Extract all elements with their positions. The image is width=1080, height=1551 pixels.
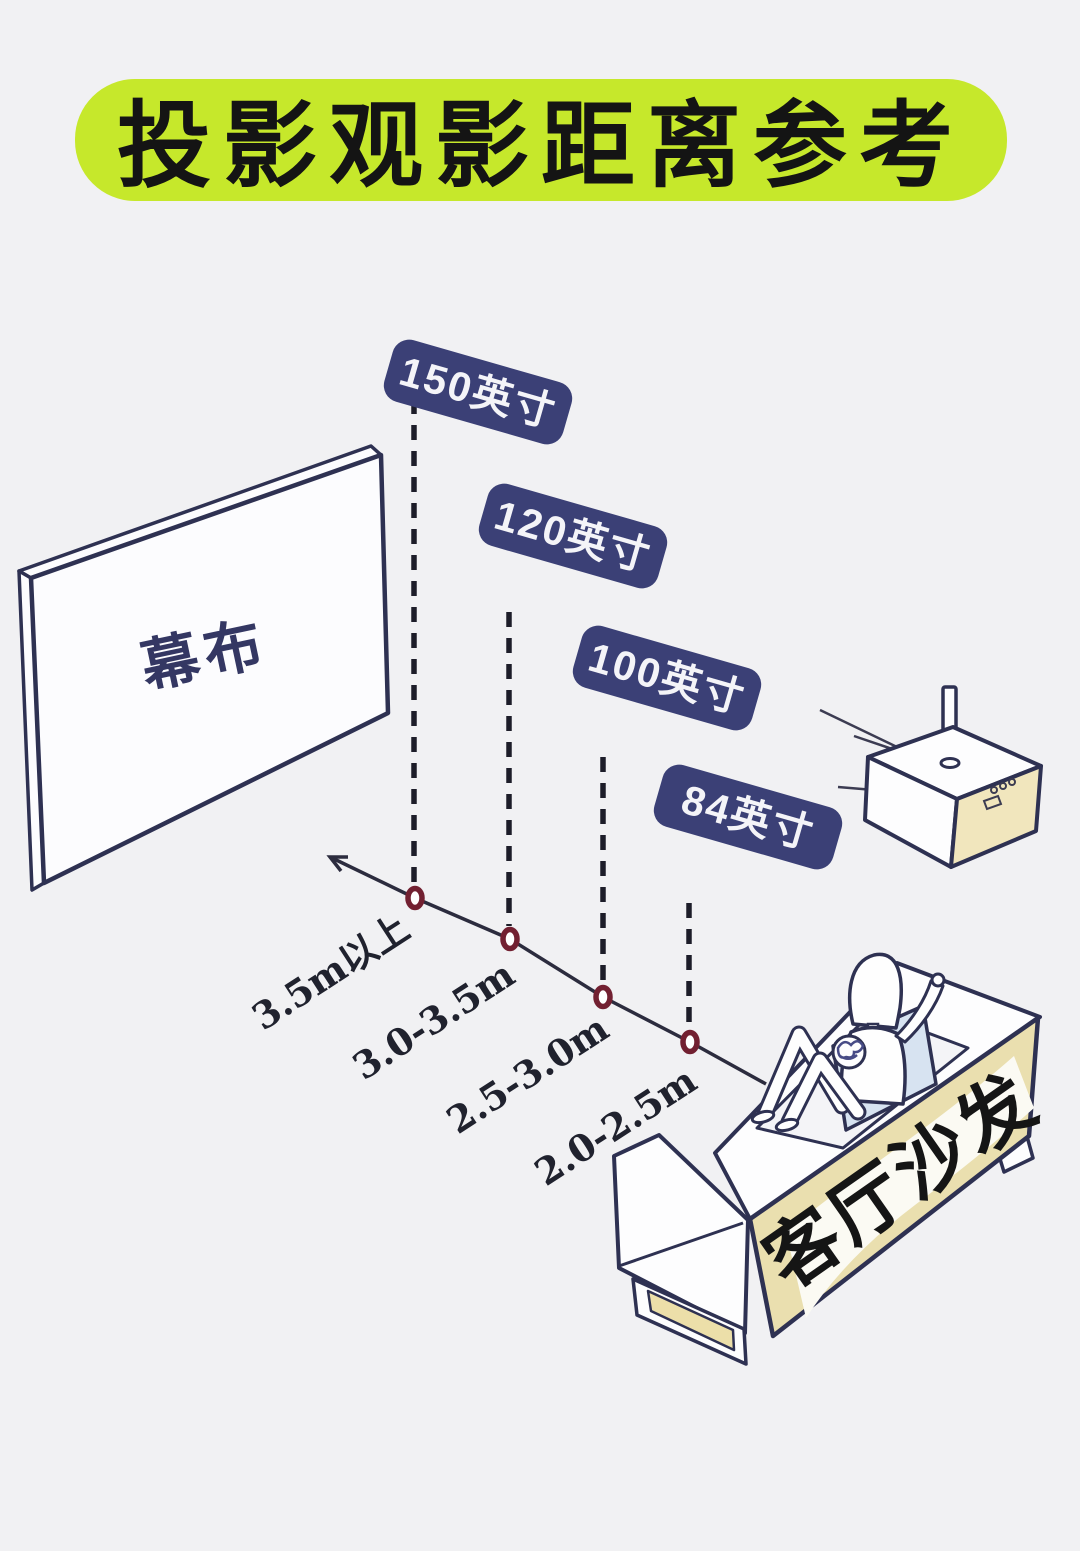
person-hand: [930, 972, 946, 988]
projector: [819, 685, 1043, 869]
size-pill-150: 150英寸: [383, 339, 573, 445]
person-on-sofa: [750, 952, 946, 1133]
sofa-front-face-highlight: [786, 1056, 1034, 1318]
person-right-arm: [894, 979, 945, 1044]
projector-side-face: [949, 764, 1043, 869]
distance-marker-120: [500, 926, 520, 952]
sofa-foot-left-inset: [646, 1289, 736, 1352]
snack-scribble: [836, 1040, 865, 1060]
size-pill-100: 100英寸: [572, 625, 762, 731]
person-shoe: [774, 1117, 800, 1133]
living-room-sofa: 客厅沙发: [612, 961, 1053, 1366]
distance-line: [329, 855, 767, 1086]
person-hair: [847, 952, 903, 1030]
title-banner: 投影观影距离参考: [75, 79, 1007, 201]
dashed-drop-lines: [411, 399, 692, 1028]
distance-marker-150: [405, 885, 425, 911]
projector-pole-base: [939, 757, 961, 769]
distance-marker-100: [593, 984, 613, 1010]
size-pill-120: 120英寸: [478, 483, 668, 589]
screen-front-face: [28, 452, 391, 886]
person-leg-fill: [783, 1054, 864, 1128]
size-pill-84: 84英寸: [653, 764, 843, 870]
distance-axis: [326, 855, 767, 1086]
person-shoe: [750, 1109, 776, 1125]
page-title: 投影观影距离参考: [116, 93, 965, 198]
sofa-armrest: [612, 1133, 750, 1335]
arrow-head-icon: [326, 855, 348, 873]
distance-label-150: 3.5m以上: [244, 905, 417, 1039]
size-pills: 150英寸 120英寸 100英寸 84英寸: [383, 339, 843, 870]
projector-ports: [982, 778, 1016, 811]
distance-marker-84: [680, 1029, 700, 1055]
projection-screen: 幕布: [17, 444, 391, 892]
sofa-armrest-edge: [618, 1221, 744, 1268]
